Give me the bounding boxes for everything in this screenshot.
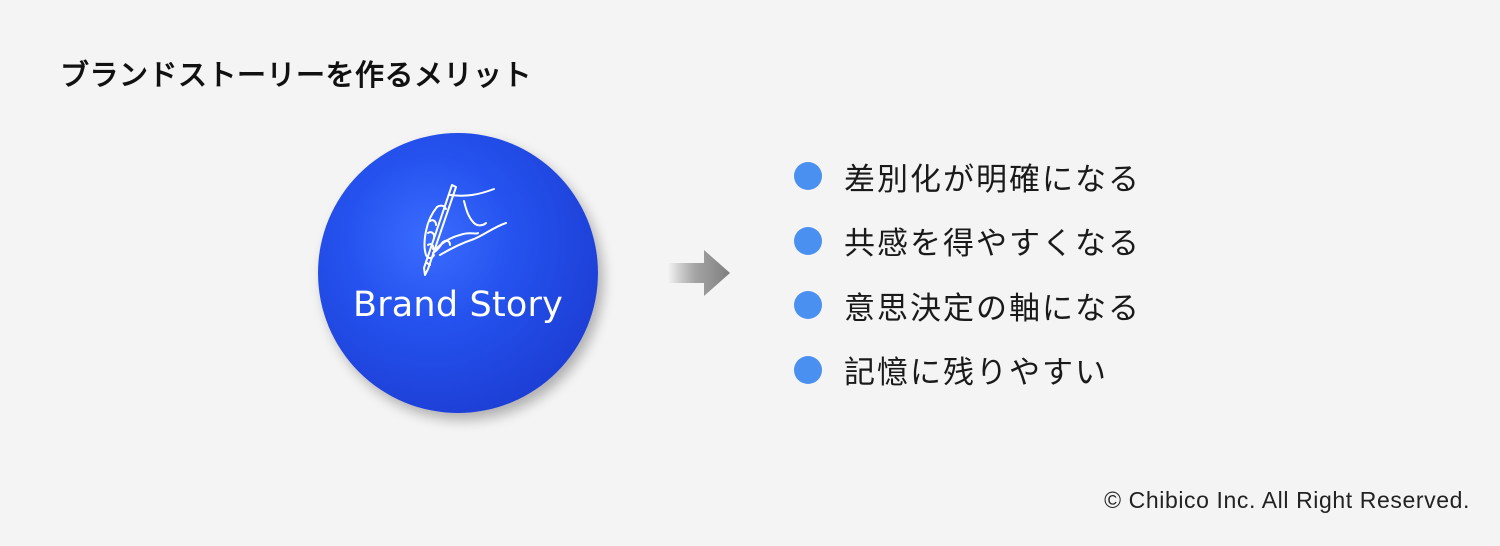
bullet-dot-icon xyxy=(794,291,822,320)
page-title: ブランドストーリーを作るメリット xyxy=(60,58,533,92)
benefit-item: 差別化が明確になる xyxy=(794,144,1141,209)
benefit-item: 意思決定の軸になる xyxy=(794,273,1141,338)
benefit-label: 意思決定の軸になる xyxy=(844,290,1141,327)
hand-writing-with-pen-icon xyxy=(423,184,507,276)
benefit-label: 差別化が明確になる xyxy=(844,161,1141,198)
benefit-item: 記憶に残りやすい xyxy=(794,338,1141,403)
brand-story-circle: Brand Story xyxy=(318,133,598,413)
benefit-label: 共感を得やすくなる xyxy=(844,226,1141,263)
bullet-dot-icon xyxy=(794,355,822,384)
copyright-notice: © Chibico Inc. All Right Reserved. xyxy=(1104,487,1470,513)
bullet-dot-icon xyxy=(794,226,822,255)
brand-story-label: Brand Story xyxy=(352,285,564,325)
benefit-label: 記憶に残りやすい xyxy=(844,355,1108,392)
arrow-right-icon xyxy=(668,250,730,296)
benefits-list: 差別化が明確になる 共感を得やすくなる 意思決定の軸になる 記憶に残りやすい xyxy=(794,144,1141,402)
benefit-item: 共感を得やすくなる xyxy=(794,209,1141,274)
bullet-dot-icon xyxy=(794,162,822,191)
